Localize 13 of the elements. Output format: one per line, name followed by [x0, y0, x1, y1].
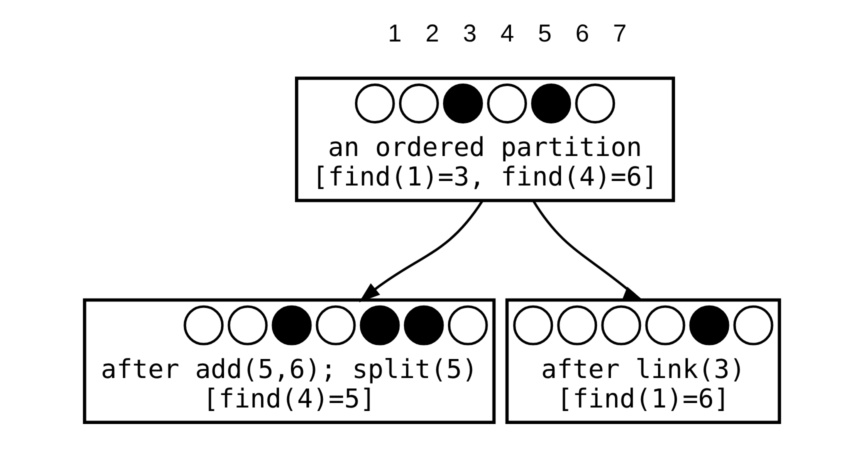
label: 1 — [387, 20, 402, 48]
node-label: an ordered partition — [328, 133, 642, 164]
label: 3 — [462, 20, 476, 48]
label: 4 — [500, 20, 514, 48]
node-label: [find(1)=3, find(4)=6] — [312, 162, 658, 193]
node-label: after add(5,6); split(5) — [100, 355, 478, 385]
node-label: [find(4)=5] — [202, 384, 376, 414]
label: 6 — [575, 20, 589, 48]
node-label: after link(3) — [540, 355, 745, 385]
node-label: [find(1)=6] — [556, 384, 730, 414]
label: 2 — [424, 20, 439, 48]
label: 7 — [612, 20, 626, 48]
label: 5 — [538, 20, 552, 48]
